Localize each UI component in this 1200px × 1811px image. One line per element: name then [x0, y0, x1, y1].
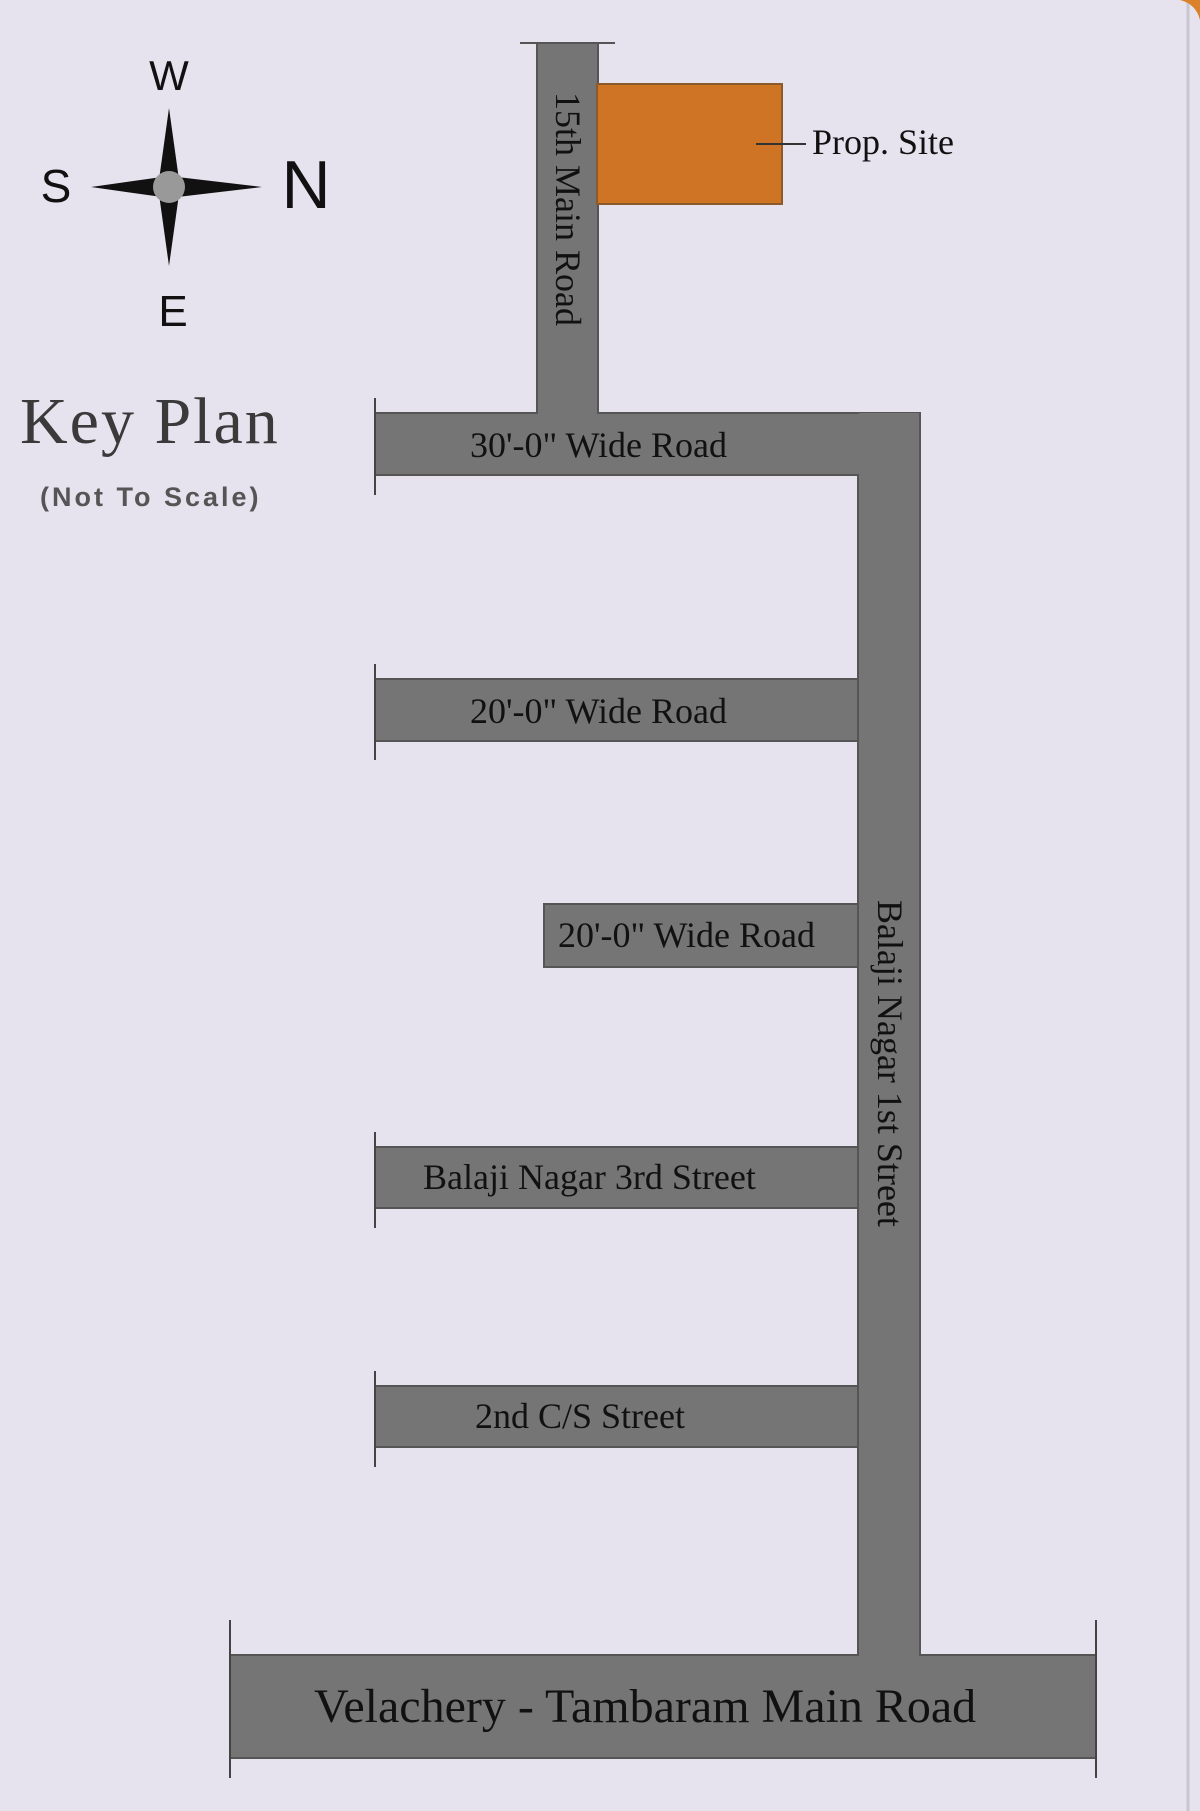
junction-fill: [538, 412, 597, 416]
compass-rose-icon: [91, 108, 262, 266]
key-plan-title: Key Plan: [20, 385, 280, 458]
compass-west-label: W: [149, 52, 189, 99]
label-20ft-road-b: 20'-0" Wide Road: [558, 915, 815, 955]
corner-accent: [1180, 0, 1200, 20]
label-15th-main-road: 15th Main Road: [548, 92, 588, 326]
label-balaji-1st-street: Balaji Nagar 1st Street: [870, 900, 910, 1227]
road-velachery-tambaram: [229, 1654, 1097, 1759]
label-velachery-tambaram-road: Velachery - Tambaram Main Road: [314, 1680, 976, 1733]
road-2nd-cs: [374, 1385, 859, 1448]
not-to-scale-note: (Not To Scale): [40, 482, 262, 512]
label-2nd-cs-street: 2nd C/S Street: [475, 1396, 685, 1436]
compass-east-label: E: [158, 287, 187, 336]
road-balaji-3rd: [374, 1146, 859, 1209]
site-label: Prop. Site: [812, 122, 954, 162]
road-20ft-a: [374, 678, 859, 742]
road-20ft-b: [543, 903, 859, 968]
proposed-site: [596, 83, 783, 205]
compass-north-label: N: [281, 147, 330, 223]
road-30ft-and-balaji-1st: [374, 412, 921, 1658]
road-fill: [859, 413, 919, 1659]
label-30ft-road: 30'-0" Wide Road: [470, 425, 727, 465]
label-20ft-road-a: 20'-0" Wide Road: [470, 691, 727, 731]
label-balaji-3rd-street: Balaji Nagar 3rd Street: [423, 1157, 756, 1197]
break-lines: [229, 398, 1097, 1778]
road-15th-main: [536, 42, 599, 424]
compass-south-label: S: [41, 160, 72, 212]
